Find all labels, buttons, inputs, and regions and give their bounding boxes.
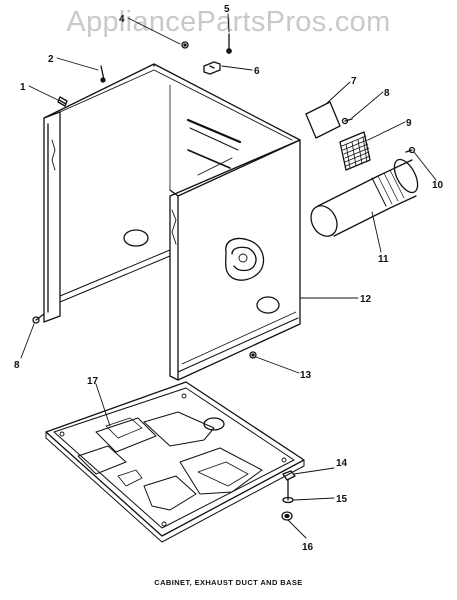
exhaust-duct-part-11	[310, 158, 419, 237]
foot-pad-part-16	[281, 511, 293, 521]
screw-part-5	[226, 33, 232, 54]
callout-1: 1	[20, 82, 26, 93]
callout-12: 12	[360, 294, 372, 305]
leader-lines	[20, 13, 437, 539]
callout-14: 14	[336, 458, 348, 469]
callout-8-lower: 8	[14, 360, 20, 371]
screw-part-10	[405, 146, 416, 154]
screw-part-8-lower	[32, 313, 45, 324]
cabinet-top-frame	[43, 63, 301, 197]
callout-17: 17	[87, 376, 99, 387]
callout-4: 4	[119, 14, 125, 25]
screw-part-1	[57, 96, 68, 107]
bracket-part-6	[203, 61, 221, 75]
cabinet-front-panel	[169, 139, 301, 381]
cabinet-left-panel	[43, 111, 61, 323]
callout-16: 16	[302, 542, 314, 553]
callout-10: 10	[432, 180, 444, 191]
screw-part-4	[181, 41, 189, 49]
diagram-caption: CABINET, EXHAUST DUCT AND BASE	[154, 578, 303, 587]
grille-part-9	[339, 131, 371, 171]
leveling-nut-part-14	[282, 470, 296, 481]
cabinet	[43, 63, 301, 381]
callout-15: 15	[336, 494, 348, 505]
screw-part-2	[100, 65, 106, 83]
base-part-17	[45, 381, 305, 543]
callout-9: 9	[406, 118, 412, 129]
callout-7: 7	[351, 76, 357, 87]
callout-5: 5	[224, 4, 230, 15]
callout-13: 13	[300, 370, 312, 381]
callout-6: 6	[254, 66, 260, 77]
callout-2: 2	[48, 54, 54, 65]
plate-part-7	[305, 101, 341, 139]
screw-part-8-upper	[341, 117, 353, 125]
callout-11: 11	[378, 254, 389, 265]
screw-part-13	[249, 351, 257, 359]
leveling-leg-part-15	[282, 479, 294, 504]
exhaust-opening	[225, 237, 265, 281]
callout-8-upper: 8	[384, 88, 390, 99]
